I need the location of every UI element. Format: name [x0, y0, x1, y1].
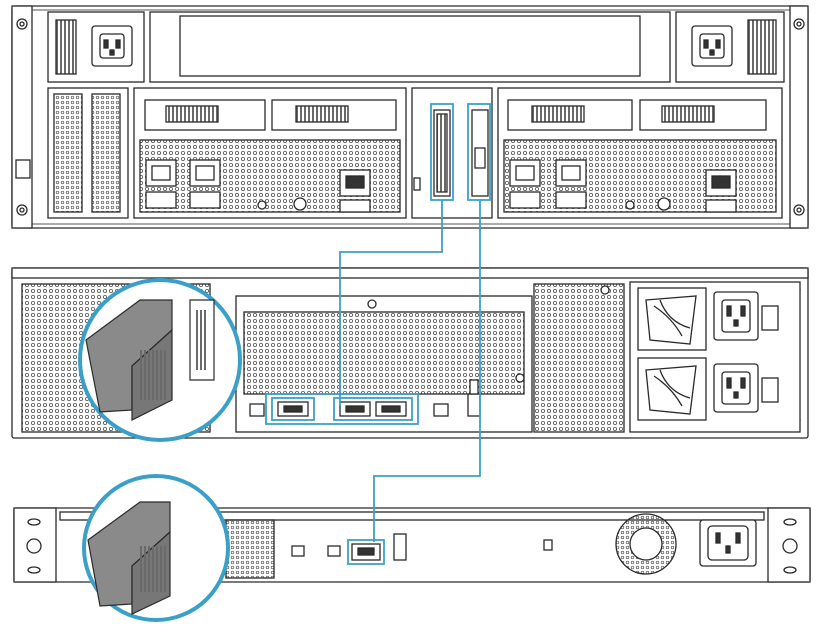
cable-connection-2	[373, 103, 491, 542]
sas-cable-plug-icon	[87, 501, 171, 615]
power-socket-icon	[713, 363, 759, 413]
power-socket-icon	[91, 25, 133, 67]
fan-icon	[637, 357, 707, 421]
sas-port-icon	[351, 543, 381, 561]
host-io-module-right	[497, 87, 783, 219]
power-socket-icon	[699, 519, 757, 567]
sas-port-icon	[339, 401, 371, 417]
host-io-module-left	[133, 87, 407, 219]
ethernet-port-icon	[509, 159, 541, 187]
usb-port-icon	[339, 169, 371, 197]
sas-port-icon	[277, 401, 309, 417]
expansion-1u-sas-highlight	[347, 539, 385, 565]
host-psu-left	[47, 11, 145, 83]
sas-cable-plug-icon	[85, 299, 215, 421]
callout-bottom	[82, 474, 230, 622]
ethernet-port-icon	[189, 159, 221, 187]
callout-top	[78, 278, 242, 442]
sas-port-icon	[375, 401, 407, 417]
usb-port-icon	[705, 169, 737, 197]
power-socket-icon	[713, 291, 759, 341]
ethernet-port-icon	[145, 159, 177, 187]
host-server-rear	[11, 5, 809, 229]
ethernet-port-icon	[555, 159, 587, 187]
fan-icon	[615, 513, 677, 575]
expansion-sas-highlight	[265, 393, 419, 425]
host-center-slots	[411, 87, 493, 219]
host-psu-right	[675, 11, 785, 83]
host-pcie-slots-left	[47, 87, 129, 219]
fan-icon	[637, 287, 707, 351]
power-socket-icon	[691, 25, 733, 67]
cable-connection-1	[339, 103, 454, 406]
